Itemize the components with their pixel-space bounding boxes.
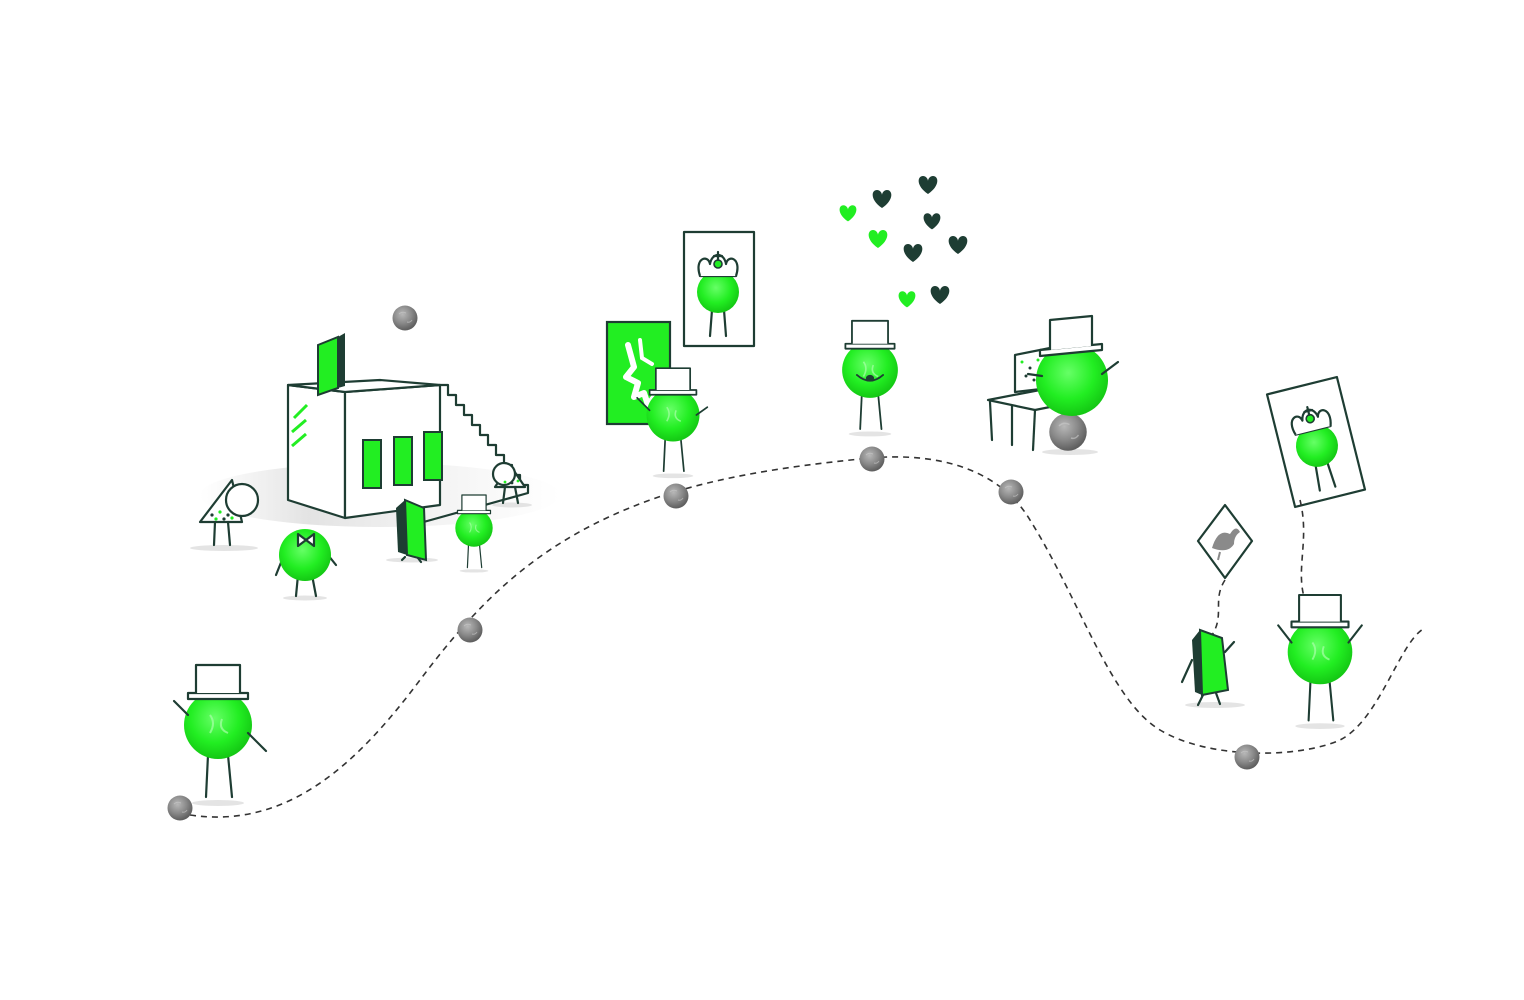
diamond-kite-sign-icon — [1196, 503, 1254, 580]
cone-character-icon — [190, 478, 260, 551]
kite-book-character-icon — [1180, 628, 1245, 708]
heart-icon — [898, 291, 916, 308]
painter-pea-character-icon — [636, 367, 709, 480]
cheering-pea-character-icon — [1277, 593, 1363, 730]
stone-peak-icon — [859, 446, 885, 472]
start-pea-character-icon — [172, 663, 268, 808]
bow-pea-character-icon — [274, 529, 338, 601]
king-portrait-frame-icon — [682, 230, 756, 348]
building-with-stairs-icon — [286, 333, 530, 525]
heart-icon — [923, 213, 941, 230]
finish-cluster — [1180, 375, 1367, 730]
heart-icon — [872, 190, 892, 208]
heart-icon — [868, 230, 888, 248]
stone-descent-icon — [998, 479, 1024, 505]
heart-icon — [839, 205, 857, 222]
stone-gallery-icon — [663, 483, 689, 509]
heart-icon — [918, 176, 938, 194]
stone-climb-icon — [457, 617, 483, 643]
seat-stone — [1048, 412, 1088, 452]
loved-pea-character-icon — [841, 319, 899, 438]
heart-icon — [930, 286, 950, 304]
book-character-icon — [386, 498, 438, 564]
gallery-cluster — [605, 230, 756, 480]
heart-icon — [948, 236, 968, 254]
stone-valley-icon — [1234, 744, 1260, 770]
working-pea-character-icon — [1026, 314, 1120, 416]
desk-cluster — [986, 314, 1120, 455]
king-portrait-kite-icon — [1265, 375, 1367, 509]
floating-stone — [392, 305, 418, 331]
hearts-cluster — [839, 176, 968, 308]
building-cluster — [190, 333, 560, 601]
cone-character-small-icon — [491, 461, 532, 508]
heart-icon — [903, 244, 923, 262]
stone-start-icon — [167, 795, 193, 821]
